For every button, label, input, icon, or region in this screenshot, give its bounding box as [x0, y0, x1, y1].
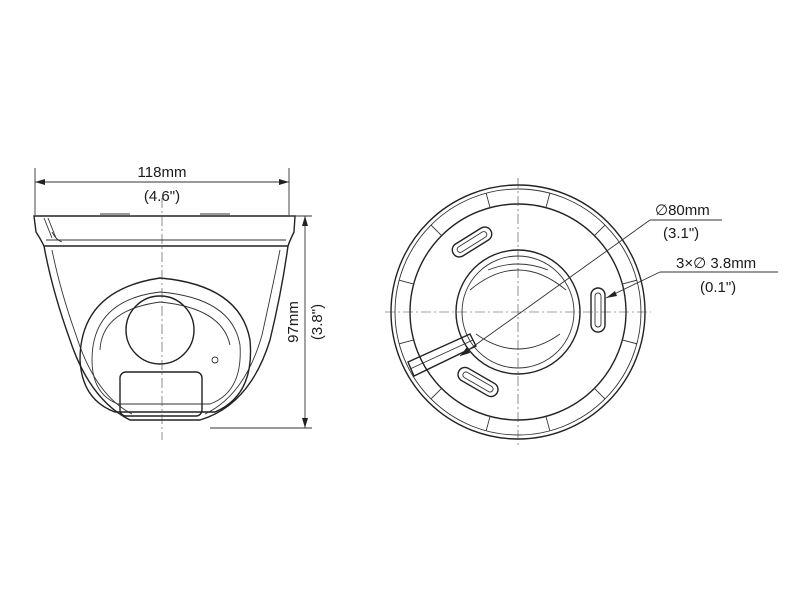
- diameter-label: ∅80mm: [655, 202, 710, 219]
- rib: [485, 193, 491, 208]
- hole-label: 3×∅ 3.8mm: [676, 255, 756, 272]
- lens-ball: [79, 277, 252, 417]
- height-label: 97mm: [285, 301, 302, 343]
- width-label-inches: (4.6"): [144, 188, 180, 205]
- diameter-label-inches: (3.1"): [663, 225, 699, 242]
- sensor-icon: [211, 356, 219, 364]
- dome-housing: [43, 245, 289, 421]
- cable-channel: [407, 333, 477, 377]
- rib: [594, 388, 606, 400]
- rib: [545, 193, 551, 208]
- width-label: 118mm: [138, 164, 187, 181]
- side-view-camera: [33, 168, 312, 440]
- mounting-base: [33, 215, 296, 247]
- rib: [545, 416, 551, 431]
- width-dimension: [34, 168, 290, 215]
- rib: [399, 279, 414, 285]
- hole-label-inches: (0.1"): [700, 279, 736, 296]
- height-label-inches: (3.8"): [309, 304, 326, 340]
- diameter-leader: [459, 219, 722, 357]
- rib: [622, 279, 637, 285]
- mounting-slot-icon: [590, 287, 606, 333]
- ir-window: [119, 371, 203, 417]
- hole-leader: [605, 271, 778, 299]
- mounting-slot-icon: [451, 226, 493, 258]
- bottom-view-labels: ∅80mm (3.1") 3×∅ 3.8mm (0.1"): [655, 202, 756, 296]
- rib: [594, 224, 606, 236]
- bottom-view-camera: [385, 178, 778, 446]
- ribs: [399, 193, 637, 431]
- mounting-slot-icon: [457, 366, 499, 398]
- rib: [430, 224, 442, 236]
- rib: [485, 416, 491, 431]
- side-view-labels: 118mm (4.6") 97mm (3.8"): [138, 164, 326, 343]
- height-dimension: [210, 215, 312, 429]
- rib: [430, 388, 442, 400]
- lens-icon: [125, 295, 195, 365]
- rib: [622, 339, 637, 345]
- rib: [399, 339, 414, 345]
